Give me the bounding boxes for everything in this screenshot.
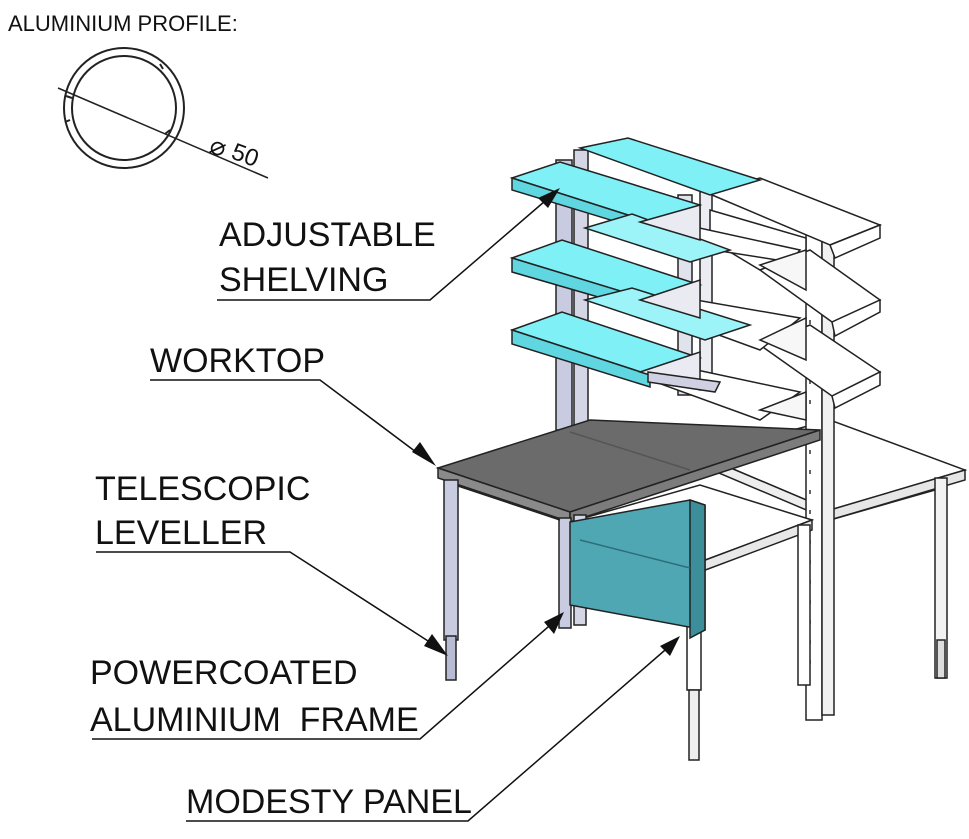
leader-lines <box>92 194 673 822</box>
modesty-panel-label: MODESTY PANEL <box>186 783 472 821</box>
shelf-brackets <box>637 204 722 393</box>
modesty-panel <box>569 498 706 640</box>
profile-title: ALUMINIUM PROFILE: <box>8 11 238 36</box>
shelving-label-line2: SHELVING <box>219 261 388 299</box>
frame-label-line2: ALUMINIUM FRAME <box>90 701 419 739</box>
diameter-value: 50 <box>228 138 262 173</box>
shelving-label-line1: ADJUSTABLE <box>219 216 436 254</box>
leveller-label-line2: LEVELLER <box>95 514 267 552</box>
leader-arrowheads <box>412 188 680 656</box>
diameter-symbol: ⌀ <box>206 129 231 163</box>
leveller-label-line1: TELESCOPIC <box>95 470 310 508</box>
frame-label-line1: POWERCOATED <box>90 654 358 692</box>
worktop <box>435 419 821 524</box>
diameter-dimension-line <box>57 87 269 179</box>
adjustable-shelves <box>509 137 763 389</box>
worktop-label: WORKTOP <box>150 342 325 380</box>
aluminium-profile-section: ⌀ 50 <box>57 47 269 179</box>
